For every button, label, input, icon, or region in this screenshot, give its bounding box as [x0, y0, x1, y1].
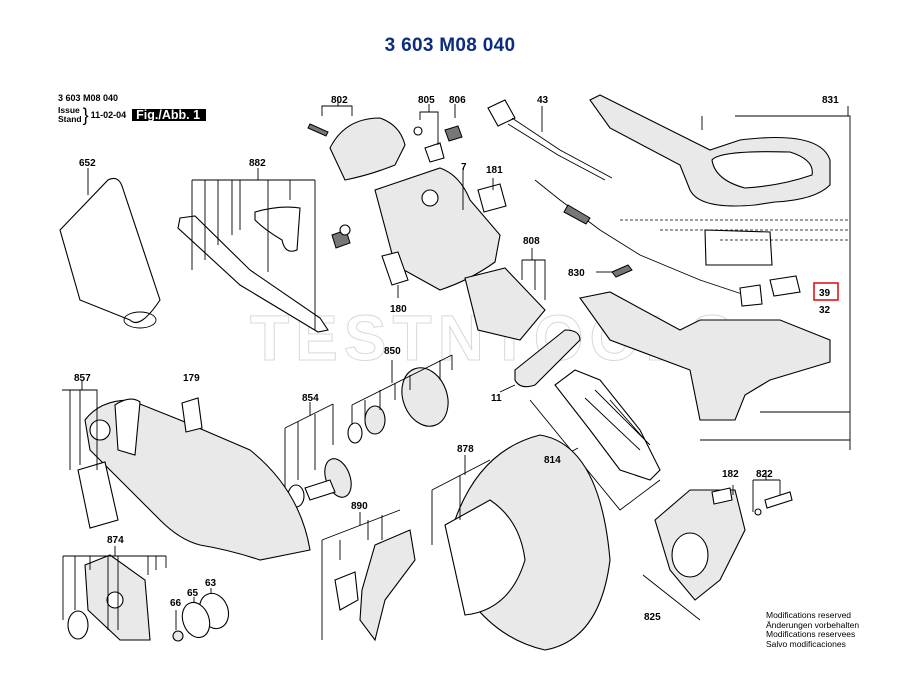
label-7: 7 [461, 162, 467, 173]
issue-date: 11-02-04 [90, 109, 127, 120]
switch-wiring-part[interactable] [534, 179, 850, 307]
power-cord-part[interactable] [487, 99, 613, 181]
brush-holder-parts[interactable] [413, 104, 463, 163]
footer-line-de: Änderungen vorbehalten [766, 619, 860, 630]
label-39: 39 [819, 288, 831, 299]
label-822: 822 [756, 469, 773, 480]
pad-181-part[interactable] [477, 183, 507, 213]
motor-housing-part[interactable] [331, 167, 501, 291]
label-825: 825 [644, 612, 661, 623]
handle-part[interactable] [589, 94, 851, 450]
label-43: 43 [537, 95, 549, 106]
brace-icon: } [82, 104, 89, 125]
issue-row: Issue Stand } 11-02-04 Fig./Abb. 1 [58, 104, 207, 125]
label-831: 831 [822, 95, 839, 106]
label-802: 802 [331, 95, 348, 106]
modifications-notice: Modifications reserved Änderungen vorbeh… [766, 610, 860, 649]
gear-housing-825-part[interactable] [642, 470, 793, 621]
document-meta: 3 603 M08 040 Issue Stand } 11-02-04 Fig… [58, 93, 207, 125]
stand-label: Stand [58, 113, 82, 124]
label-805: 805 [418, 95, 435, 106]
screw-830-part[interactable] [596, 264, 633, 278]
label-179: 179 [183, 373, 200, 384]
upper-blade-guard-part[interactable] [62, 380, 311, 561]
label-854: 854 [302, 393, 319, 404]
label-850: 850 [384, 346, 401, 357]
label-63: 63 [205, 578, 217, 589]
label-814: 814 [544, 455, 561, 466]
pad-179-part[interactable] [181, 397, 203, 433]
footer-line-fr: Modifications reservees [766, 629, 856, 639]
label-874: 874 [107, 535, 124, 546]
issue-label: Issue [58, 105, 80, 115]
document-title: 3 603 M08 040 [384, 35, 516, 56]
footer-line-en: Modifications reserved [766, 610, 852, 620]
label-882: 882 [249, 158, 266, 169]
part-code: 3 603 M08 040 [58, 93, 119, 103]
label-181: 181 [486, 165, 503, 176]
part-labels: 802 805 806 43 831 652 882 7 181 808 830… [74, 95, 839, 623]
label-808: 808 [523, 236, 540, 247]
label-806: 806 [449, 95, 466, 106]
label-857: 857 [74, 373, 91, 384]
bracket-arm-part[interactable] [177, 168, 329, 333]
brush-cover-part[interactable] [307, 98, 406, 181]
motor-base-part[interactable] [579, 291, 850, 441]
flange-parts[interactable] [172, 588, 233, 642]
guard-plate-874-part[interactable] [62, 546, 167, 641]
label-65: 65 [187, 588, 199, 599]
dust-bag-part[interactable] [59, 168, 161, 329]
gear-shaft-854-part[interactable] [284, 402, 356, 508]
label-890: 890 [351, 501, 368, 512]
label-11: 11 [491, 393, 502, 404]
lower-blade-guard-878-part[interactable] [431, 434, 611, 651]
riving-knife-890-part[interactable] [321, 509, 416, 642]
label-182: 182 [722, 469, 739, 480]
fan-part[interactable] [499, 329, 581, 393]
highlight-box [813, 282, 839, 301]
stator-part[interactable] [464, 248, 546, 341]
gear-assembly-850-part[interactable] [347, 354, 456, 444]
figure-label: Fig./Abb. 1 [132, 108, 207, 121]
label-878: 878 [457, 444, 474, 455]
footer-line-es: Salvo modificaciones [766, 638, 846, 649]
pad-180-part[interactable] [381, 251, 409, 286]
label-32: 32 [819, 305, 831, 316]
issue-labels: Issue Stand [58, 106, 82, 123]
label-66: 66 [170, 598, 182, 609]
label-180: 180 [390, 304, 407, 315]
label-830: 830 [568, 268, 585, 279]
label-652: 652 [79, 158, 96, 169]
